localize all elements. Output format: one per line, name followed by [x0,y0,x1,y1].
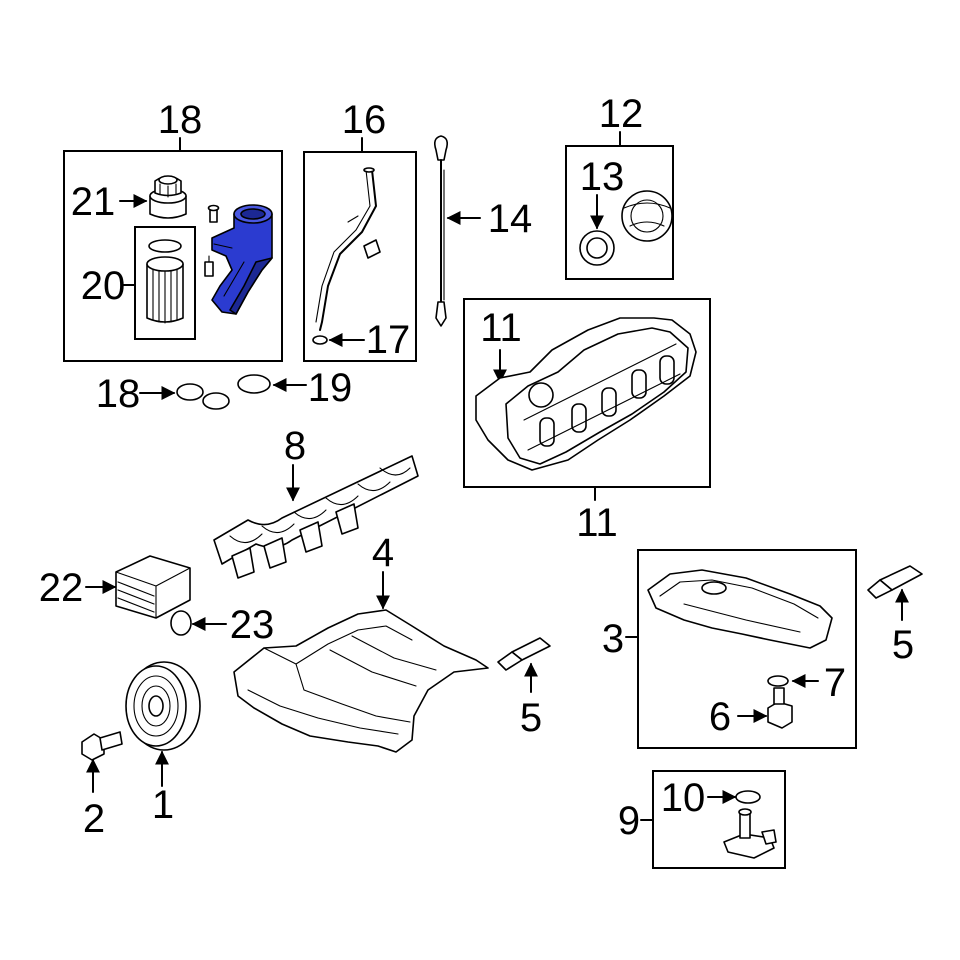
callout-1: 1 [152,783,174,827]
drain-plug-washer[interactable] [767,675,789,687]
sensor-seal[interactable] [735,790,761,804]
lower-oil-pan[interactable] [647,569,833,649]
callout-13: 12 [599,92,644,136]
callout-6: 6 [709,695,731,739]
callout-23: 22 [39,566,84,610]
callout-5-right: 5 [892,623,914,667]
oil-filter-cap[interactable] [149,175,187,219]
callout-18: 18 [158,98,203,142]
bearing-shells[interactable] [213,455,419,579]
callout-11: 11 [576,501,618,545]
sealant-tube-left[interactable] [497,637,551,671]
oil-filter-housing[interactable] [204,204,273,315]
callout-22: 21 [71,180,116,224]
callout-21: 20 [81,264,126,308]
callout-5-left: 5 [520,696,542,740]
callout-17: 17 [366,318,411,362]
callout-7: 7 [824,661,846,705]
callout-24: 23 [230,603,275,647]
crankshaft-bolt[interactable] [81,731,123,761]
oil-level-sensor[interactable] [723,808,777,859]
callout-19: 18 [96,372,141,416]
callout-14: 13 [580,155,625,199]
group-box-3 [637,549,857,749]
o-ring-20[interactable] [237,374,271,394]
oil-cooler[interactable] [115,555,191,619]
callout-16: 16 [342,98,387,142]
callout-4: 4 [372,531,394,575]
group-box-11 [463,298,711,488]
callout-12: 11 [480,306,522,350]
filler-cap-seal[interactable] [579,230,615,266]
valve-cover[interactable] [475,317,697,471]
callout-9: 9 [618,799,640,843]
group-box-16 [303,151,417,362]
o-ring-19[interactable] [176,383,230,410]
sealant-tube-right[interactable] [867,565,923,599]
callout-2: 2 [83,797,105,841]
callout-3: 3 [602,617,624,661]
callout-15: 14 [488,197,533,241]
dipstick[interactable] [434,135,448,327]
crankshaft-pulley[interactable] [125,661,201,751]
dipstick-tube[interactable] [315,167,381,331]
oil-filler-cap[interactable] [621,190,673,242]
o-ring-24[interactable] [170,610,192,636]
housing-bore [240,208,266,220]
housing-shadow [229,257,273,315]
drain-plug[interactable] [767,687,793,729]
callout-20: 19 [308,366,353,410]
callout-10: 10 [661,776,706,820]
oil-filter-element[interactable] [146,239,184,324]
o-ring-17[interactable] [312,335,328,345]
group-box-21 [134,226,196,340]
group-box-18 [63,150,283,362]
callout-8: 8 [284,424,306,468]
filler-neck [528,382,554,408]
upper-oil-pan[interactable] [233,609,489,753]
